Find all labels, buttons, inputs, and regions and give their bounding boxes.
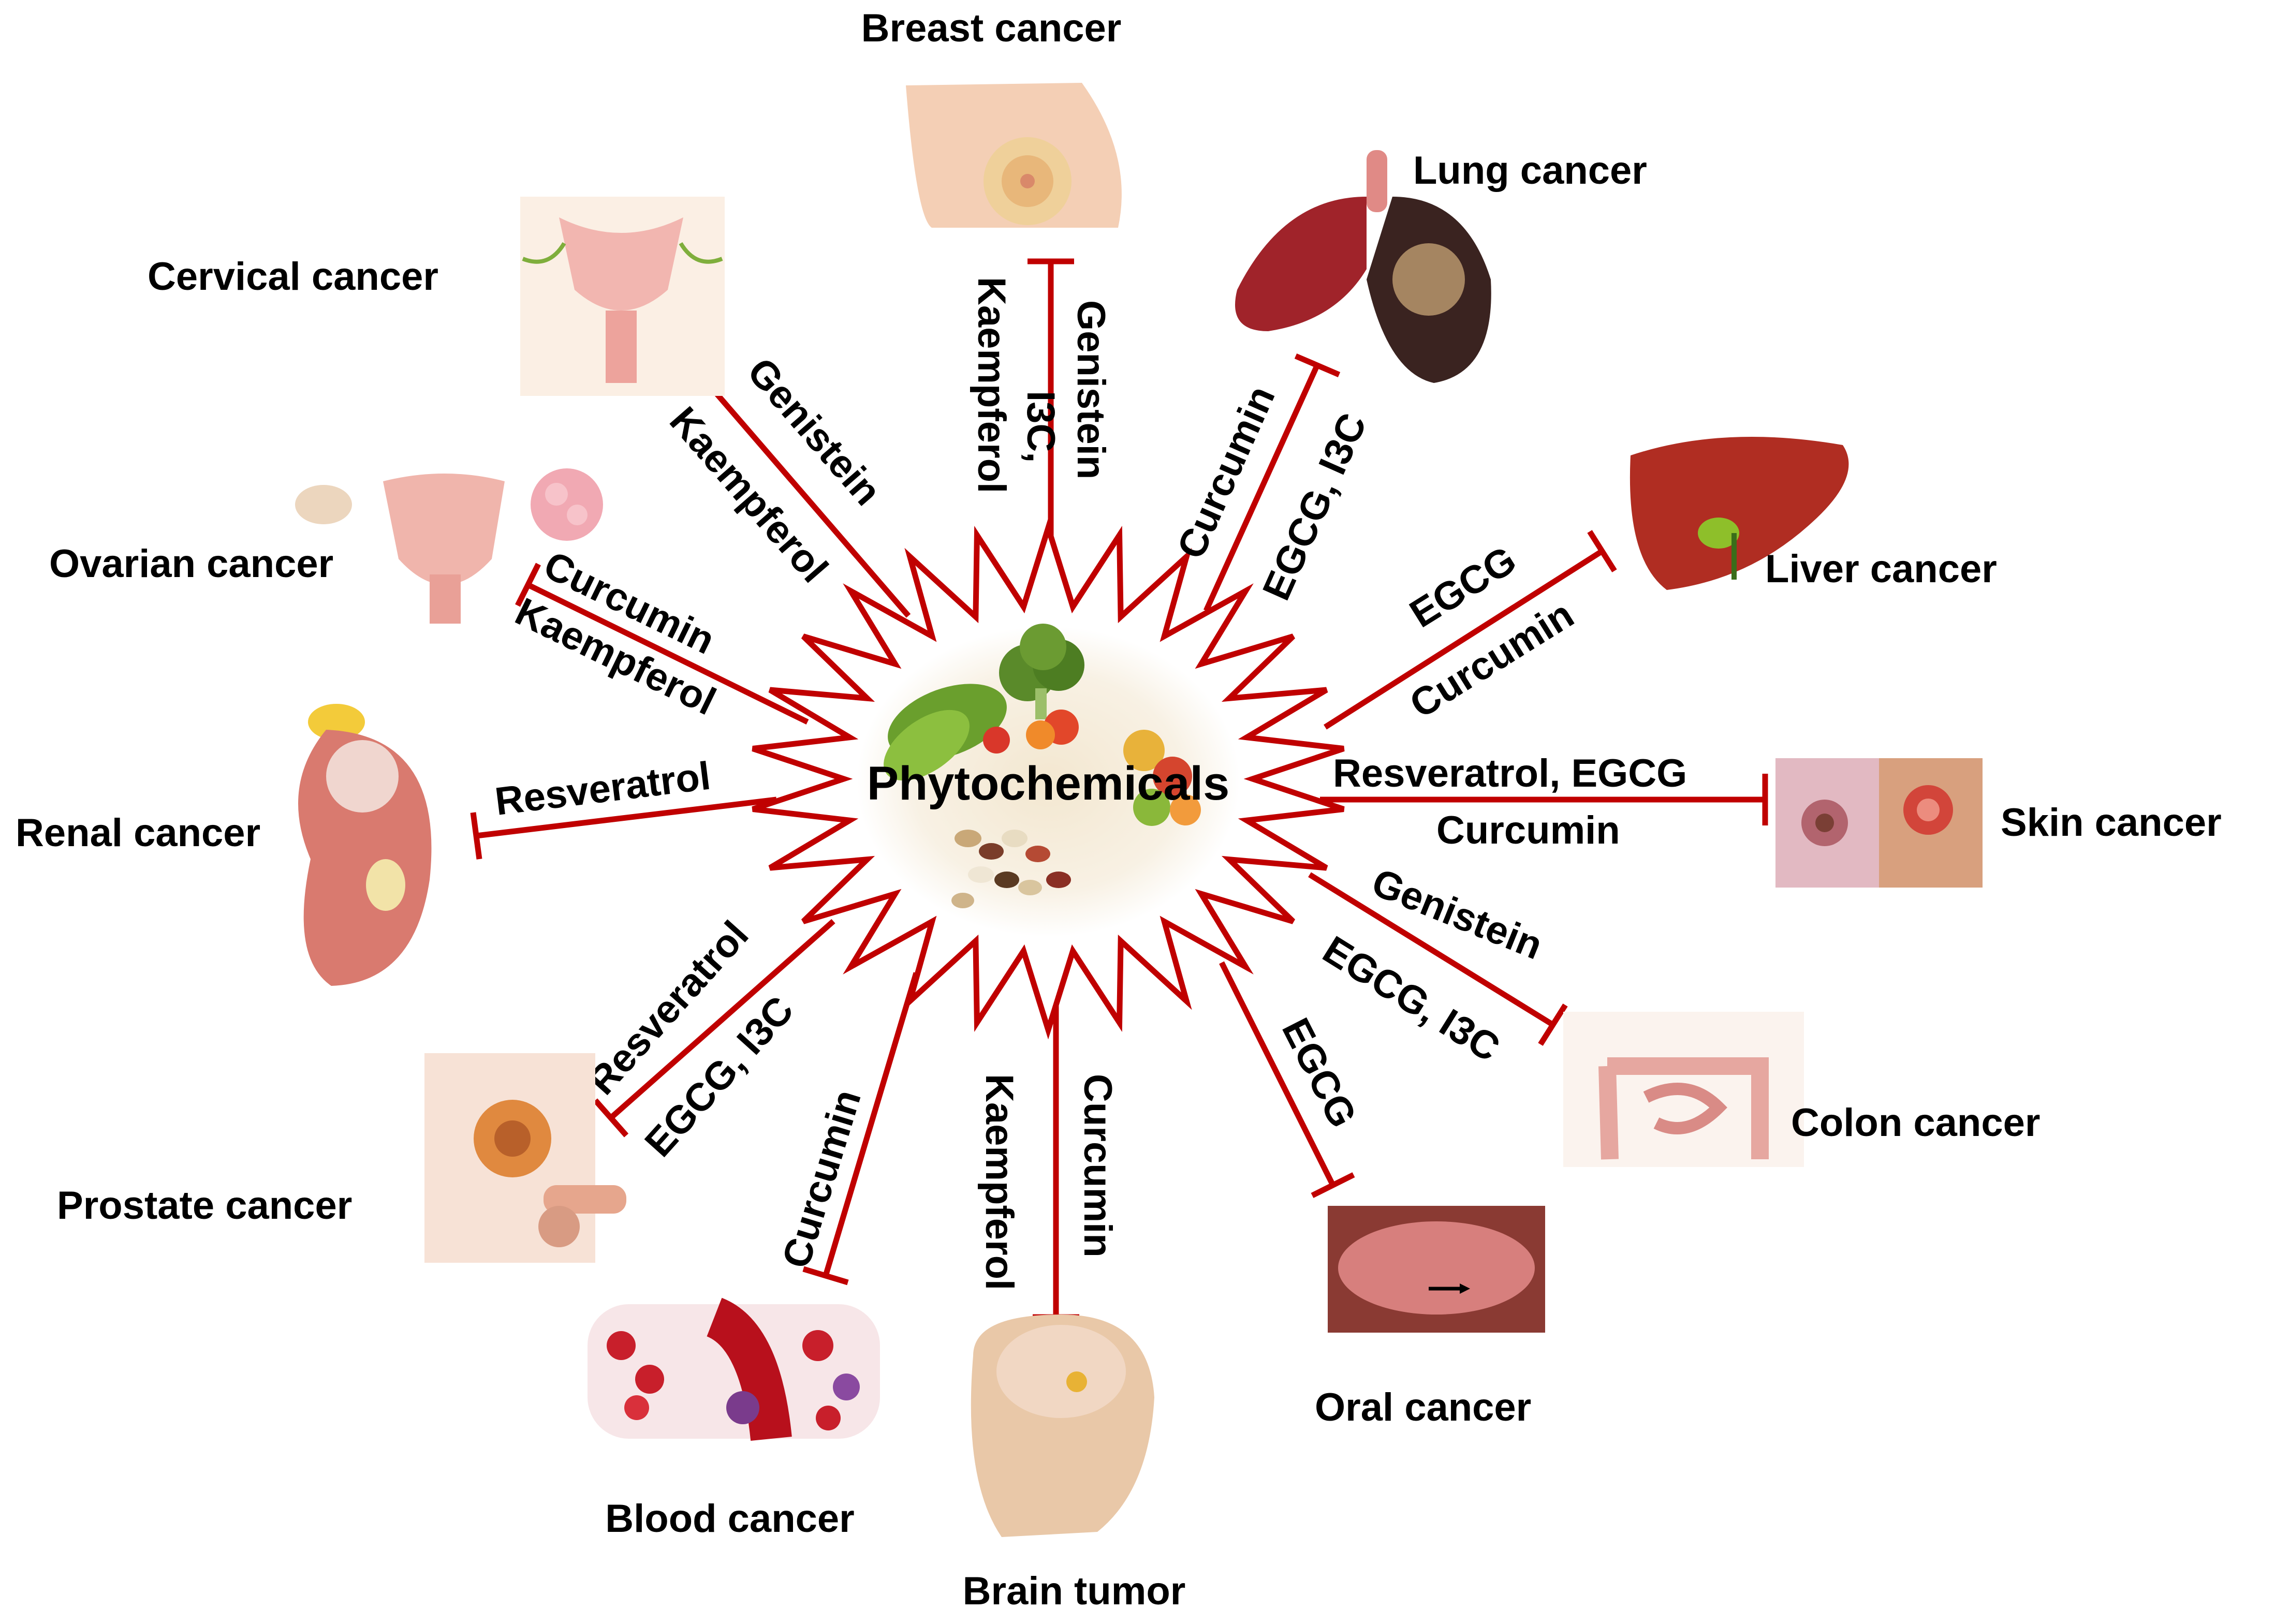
- label-cervical-cancer: Cervical cancer: [148, 255, 438, 299]
- label-oral-cancer: Oral cancer: [1315, 1385, 1531, 1429]
- breast-anatomy-icon: [906, 83, 1122, 228]
- label-brain-tumor: Brain tumor: [963, 1569, 1186, 1613]
- compound-skin-resveratrol-egcg: Resveratrol, EGCG: [1333, 751, 1687, 795]
- compound-oral-egcg: EGCG: [1273, 1011, 1365, 1134]
- label-ovarian-cancer: Ovarian cancer: [49, 542, 333, 586]
- brain-head-icon: [971, 1315, 1154, 1537]
- prostate-icon: [424, 1053, 626, 1263]
- compound-breast-kaempferol: Kaempferol: [970, 277, 1014, 493]
- label-prostate-cancer: Prostate cancer: [57, 1184, 352, 1228]
- arm-blood: [802, 972, 919, 1286]
- arm-renal: [470, 796, 777, 860]
- arm-skin: [1320, 774, 1768, 825]
- kidney-icon: [298, 704, 432, 986]
- compound-colon-egcg-i3c: EGCG, I3C: [1315, 927, 1507, 1070]
- compound-skin-curcumin: Curcumin: [1436, 808, 1620, 852]
- label-liver-cancer: Liver cancer: [1765, 547, 1997, 591]
- vegetables-fruits-beans-icon: [884, 624, 1201, 908]
- arm-prostate: [593, 919, 835, 1138]
- cancer-illustrations: [295, 83, 1983, 1537]
- skin-lesion-icon: [1775, 758, 1983, 888]
- arm-lung: [1203, 353, 1341, 612]
- arm-oral: [1219, 961, 1355, 1198]
- arm-breast: [1028, 258, 1074, 569]
- uterus-cervix-icon: [520, 197, 725, 396]
- label-colon-cancer: Colon cancer: [1791, 1101, 2040, 1145]
- arm-colon: [1308, 872, 1568, 1046]
- compound-lung-egcg-i3c: EGCG, I3C: [1254, 407, 1375, 607]
- label-skin-cancer: Skin cancer: [2001, 801, 2222, 845]
- liver-icon: [1630, 437, 1849, 590]
- compound-brain-curcumin: Curcumin: [1076, 1074, 1120, 1258]
- central-starburst: Phytochemicals: [752, 518, 1345, 1040]
- lung-icon: [1235, 150, 1491, 383]
- label-blood-cancer: Blood cancer: [605, 1497, 854, 1541]
- ovary-uterus-icon: [295, 468, 603, 624]
- tongue-mouth-icon: [1328, 1206, 1545, 1333]
- label-lung-cancer: Lung cancer: [1413, 149, 1647, 193]
- compound-breast-i3c: I3C,: [1019, 391, 1063, 463]
- label-renal-cancer: Renal cancer: [16, 811, 260, 855]
- compound-colon-genistein: Genistein: [1366, 860, 1549, 968]
- center-label: Phytochemicals: [867, 757, 1230, 810]
- compound-liver-egcg: EGCG: [1402, 538, 1524, 637]
- blood-cells-icon: [588, 1297, 880, 1441]
- compound-brain-kaempferol: Kaempferol: [977, 1074, 1021, 1290]
- arm-ovarian: [515, 563, 809, 725]
- arm-liver: [1324, 530, 1617, 730]
- compound-breast-genistein: Genistein: [1069, 300, 1113, 479]
- label-breast-cancer: Breast cancer: [861, 6, 1122, 50]
- colon-intestine-icon: [1563, 1012, 1804, 1167]
- arm-brain: [1033, 983, 1079, 1320]
- cancer-labels: Breast cancer Lung cancer Cervical cance…: [16, 6, 2222, 1613]
